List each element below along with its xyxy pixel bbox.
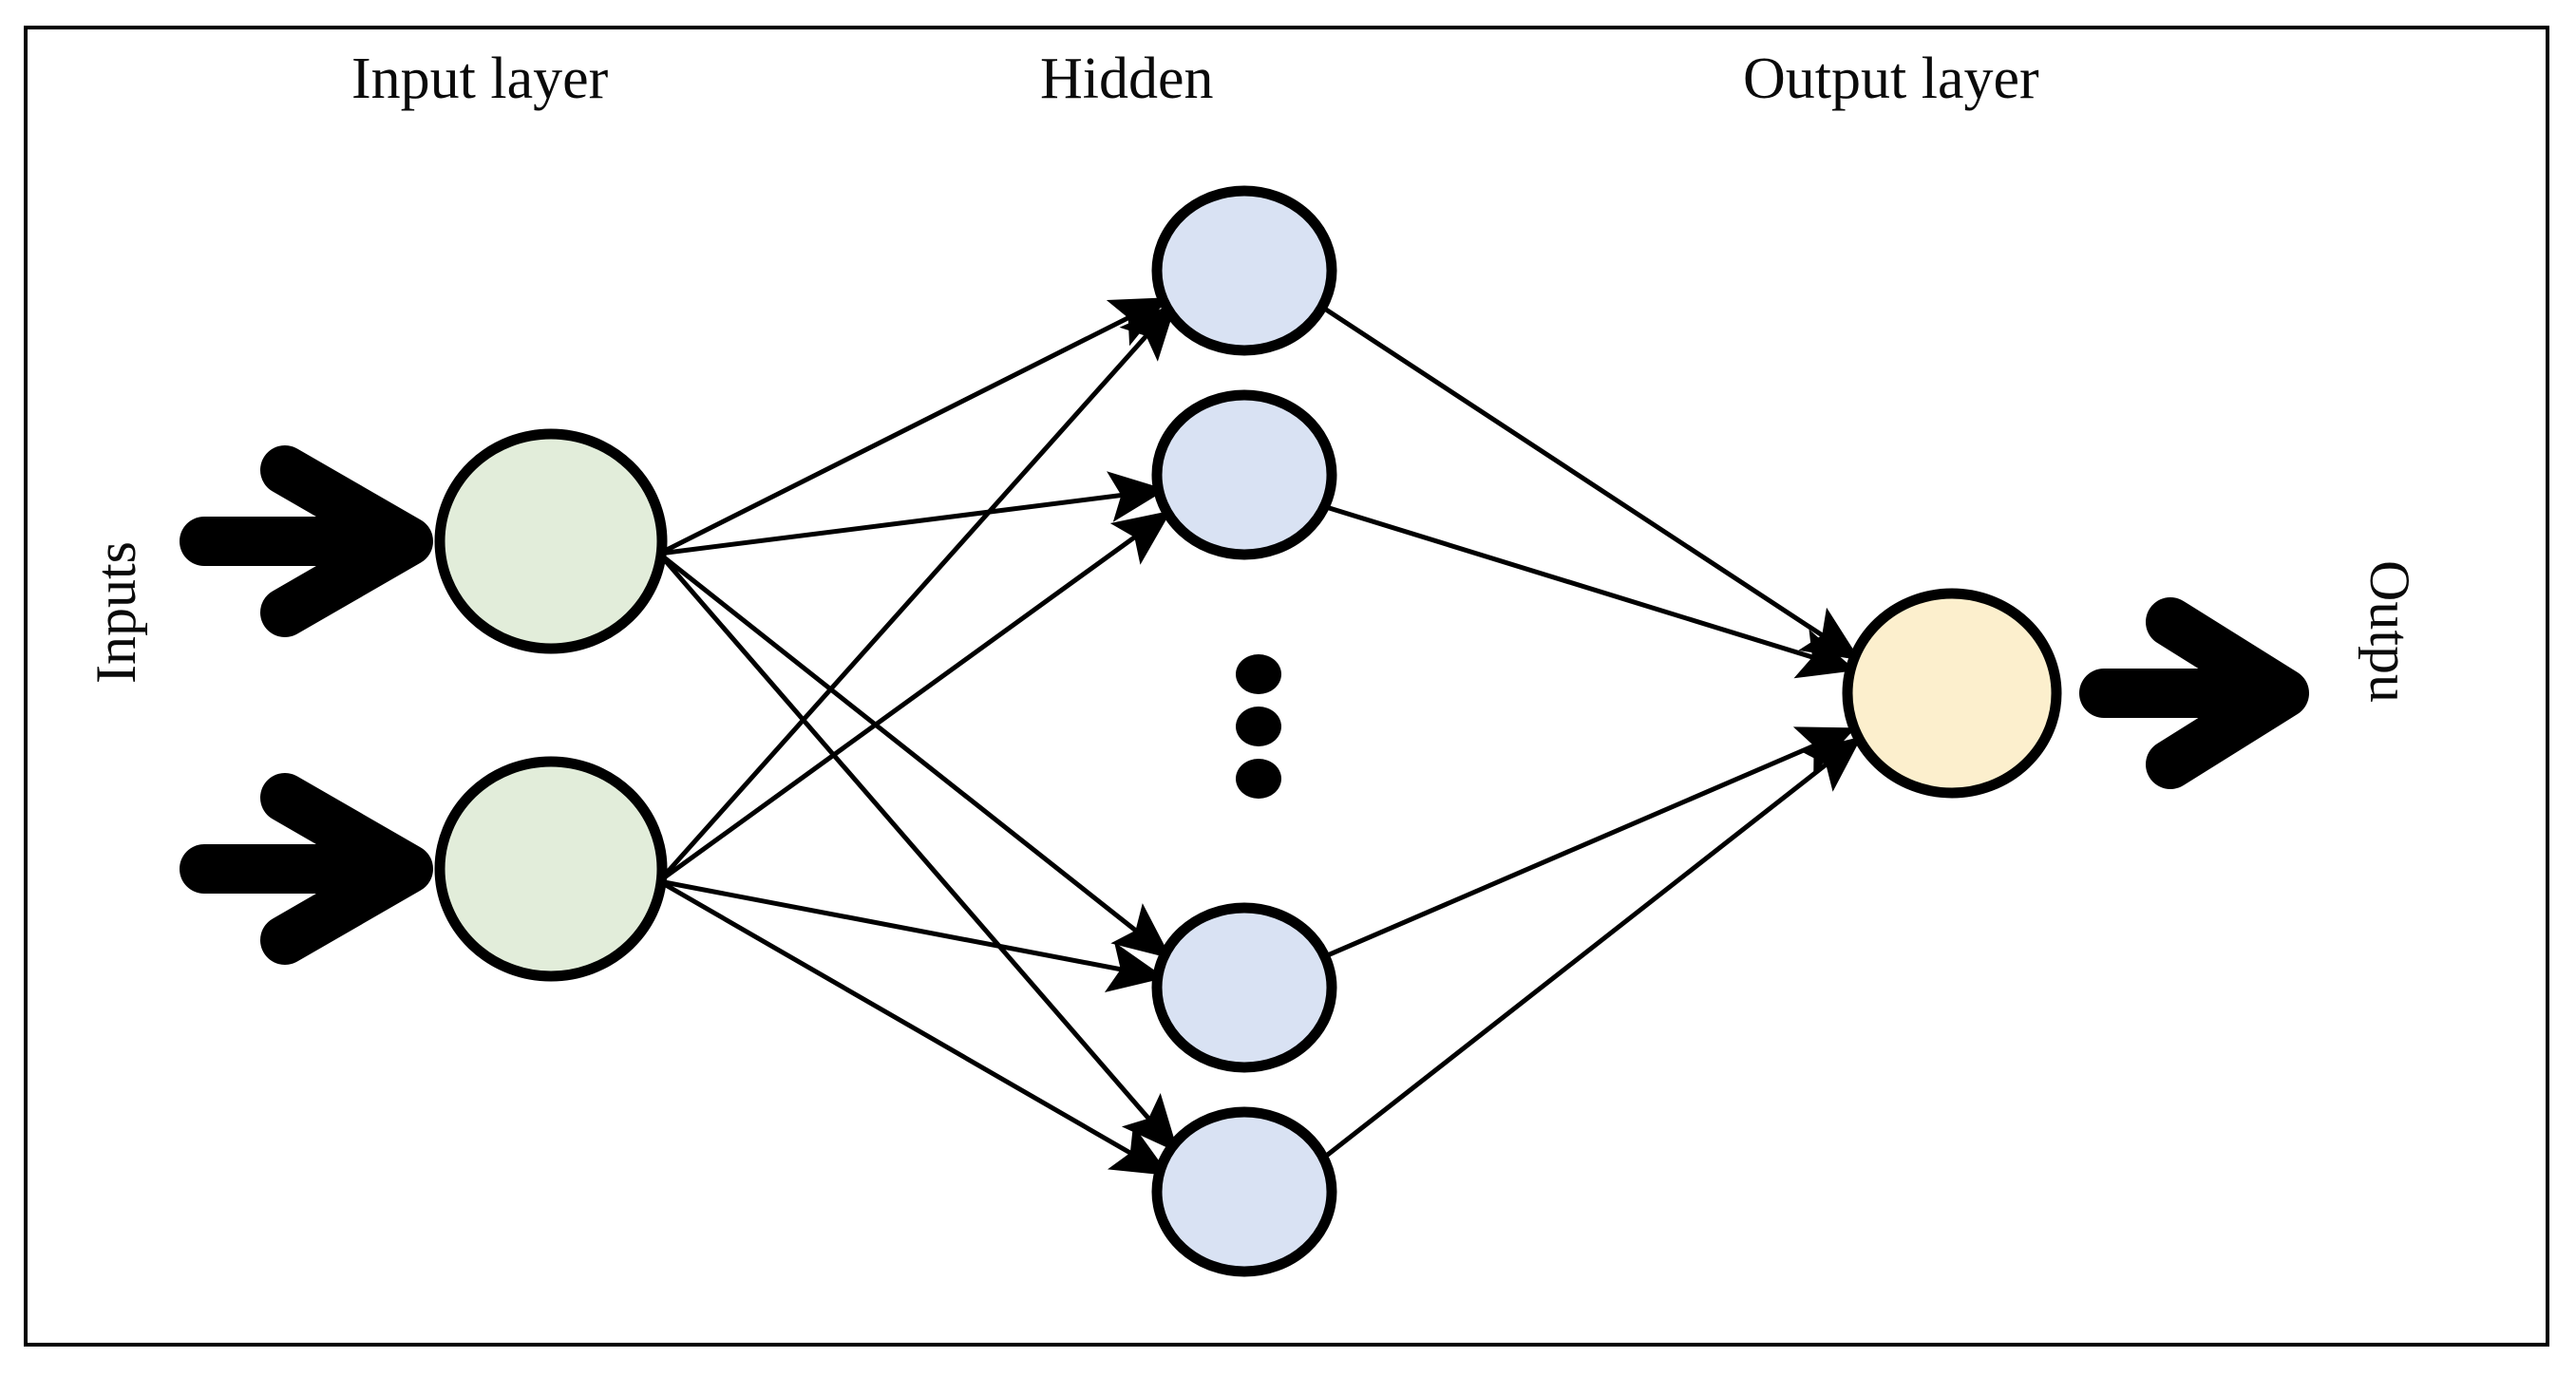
hidden-node-1[interactable] [1151,185,1337,356]
input-node-2[interactable] [434,756,668,982]
hidden-layer-nodes [1151,185,1337,1277]
ellipsis-dot-2 [1236,707,1281,746]
hidden-node-2[interactable] [1151,389,1337,560]
input-layer-nodes [434,428,668,982]
output-layer-title: Output layer [1743,47,2039,111]
edge-i2-h4 [657,878,1170,1177]
output-arrow-icon [2079,597,2309,789]
input-arrow-2-icon [180,773,433,965]
ellipsis-dot-3 [1236,759,1281,799]
input-node-1[interactable] [434,428,668,654]
edge-i1-h3 [657,552,1172,959]
output-node-1[interactable] [1842,588,2062,799]
input-layer-title: Input layer [351,47,609,111]
edge-h3-o1 [1322,726,1856,960]
input-arrow-1-icon [180,445,433,637]
hidden-layer-title: Hidden [1040,47,1214,111]
edge-group-input-to-hidden [657,296,1179,1177]
edge-i2-h2 [657,510,1172,884]
output-layer-nodes [1842,588,2062,799]
hidden-node-4[interactable] [1151,1106,1337,1277]
edge-group-hidden-to-output [1318,303,1863,1162]
edge-i1-h2 [658,471,1166,556]
hidden-layer-ellipsis-icon [1236,654,1281,799]
edge-i1-h1 [657,296,1169,556]
hidden-node-3[interactable] [1151,902,1337,1073]
edge-h2-o1 [1322,503,1856,679]
output-side-label: Outpu [2358,560,2421,703]
edge-i2-h3 [658,878,1165,993]
ellipsis-dot-1 [1236,654,1281,694]
inputs-side-label: Inputs [85,541,147,684]
edge-h1-o1 [1318,303,1861,661]
edge-i1-h4 [657,552,1179,1154]
bold-arrow-group [180,445,2309,965]
edge-i2-h1 [657,302,1177,883]
edge-h4-o1 [1318,736,1863,1162]
